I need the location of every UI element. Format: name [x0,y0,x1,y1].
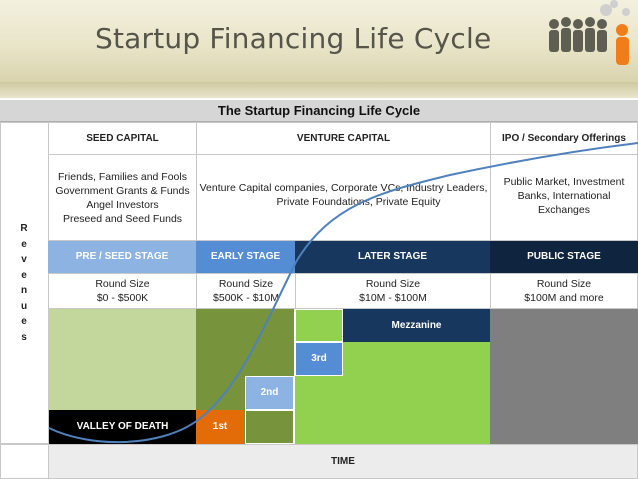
valley-of-death-block: VALLEY OF DEATH [49,410,196,444]
round-range: $10M - $100M [359,292,427,304]
axis-letter: n [20,285,28,296]
table-title: The Startup Financing Life Cycle [0,100,638,122]
source-line: Friends, Families and Fools [58,170,187,183]
axis-letter: R [20,223,28,234]
source-line: Private Foundations, Private Equity [276,196,441,208]
axis-letter: e [21,269,27,281]
revenue-axis-label: R e v e n u e s [0,122,48,444]
round-label: Round Size [218,278,274,290]
stage-later: LATER STAGE [295,241,490,273]
axis-letter: u [20,300,28,312]
stage-public: PUBLIC STAGE [490,241,638,273]
source-line: Venture Capital companies, Corporate VCs… [199,182,488,194]
round-range: $500K - $10M [213,292,279,304]
round-size-early: Round Size $500K - $10M [196,273,296,309]
round-label: Round Size [95,278,150,290]
axis-letter: s [21,331,27,343]
axis-letter: e [21,238,27,250]
round-range: $0 - $500K [96,292,149,304]
round-label: Round Size [365,278,421,290]
source-line: Exchanges [538,204,590,216]
axis-letter: e [21,316,27,327]
later-upper-cell [295,309,343,342]
source-line: Government Grants & Funds [55,184,190,197]
round-size-later: Round Size $10M - $100M [295,273,491,309]
second-round-base [245,410,294,444]
third-round-block: 3rd [295,342,343,376]
round-size-public: Round Size $100M and more [490,273,638,309]
axis-letter: v [21,254,27,265]
seed-area [49,309,196,410]
header-band [0,82,638,98]
seed-sources: Friends, Families and Fools Government G… [48,154,197,241]
second-round-block: 2nd [245,376,294,410]
source-line: Preseed and Seed Funds [62,212,183,225]
public-area [490,309,638,444]
round-size-seed: Round Size $0 - $500K [48,273,197,309]
venture-sources: Venture Capital companies, Corporate VCs… [196,154,491,241]
ipo-sources: Public Market, Investment Banks, Interna… [490,154,638,241]
slide-header [0,0,638,82]
source-line: Public Market, Investment [503,176,625,188]
source-line: Banks, International [517,190,611,202]
mezzanine-block: Mezzanine [343,309,490,342]
source-line: Angel Investors [86,198,159,211]
round-range: $100M and more [524,292,604,304]
revenue-axis-cell [0,122,49,444]
slide-title: Startup Financing Life Cycle [95,22,492,55]
round-label: Round Size [536,278,592,290]
team-leader-icon [549,0,630,65]
stage-early: EARLY STAGE [196,241,295,273]
stage-pre-seed: PRE / SEED STAGE [48,241,196,273]
